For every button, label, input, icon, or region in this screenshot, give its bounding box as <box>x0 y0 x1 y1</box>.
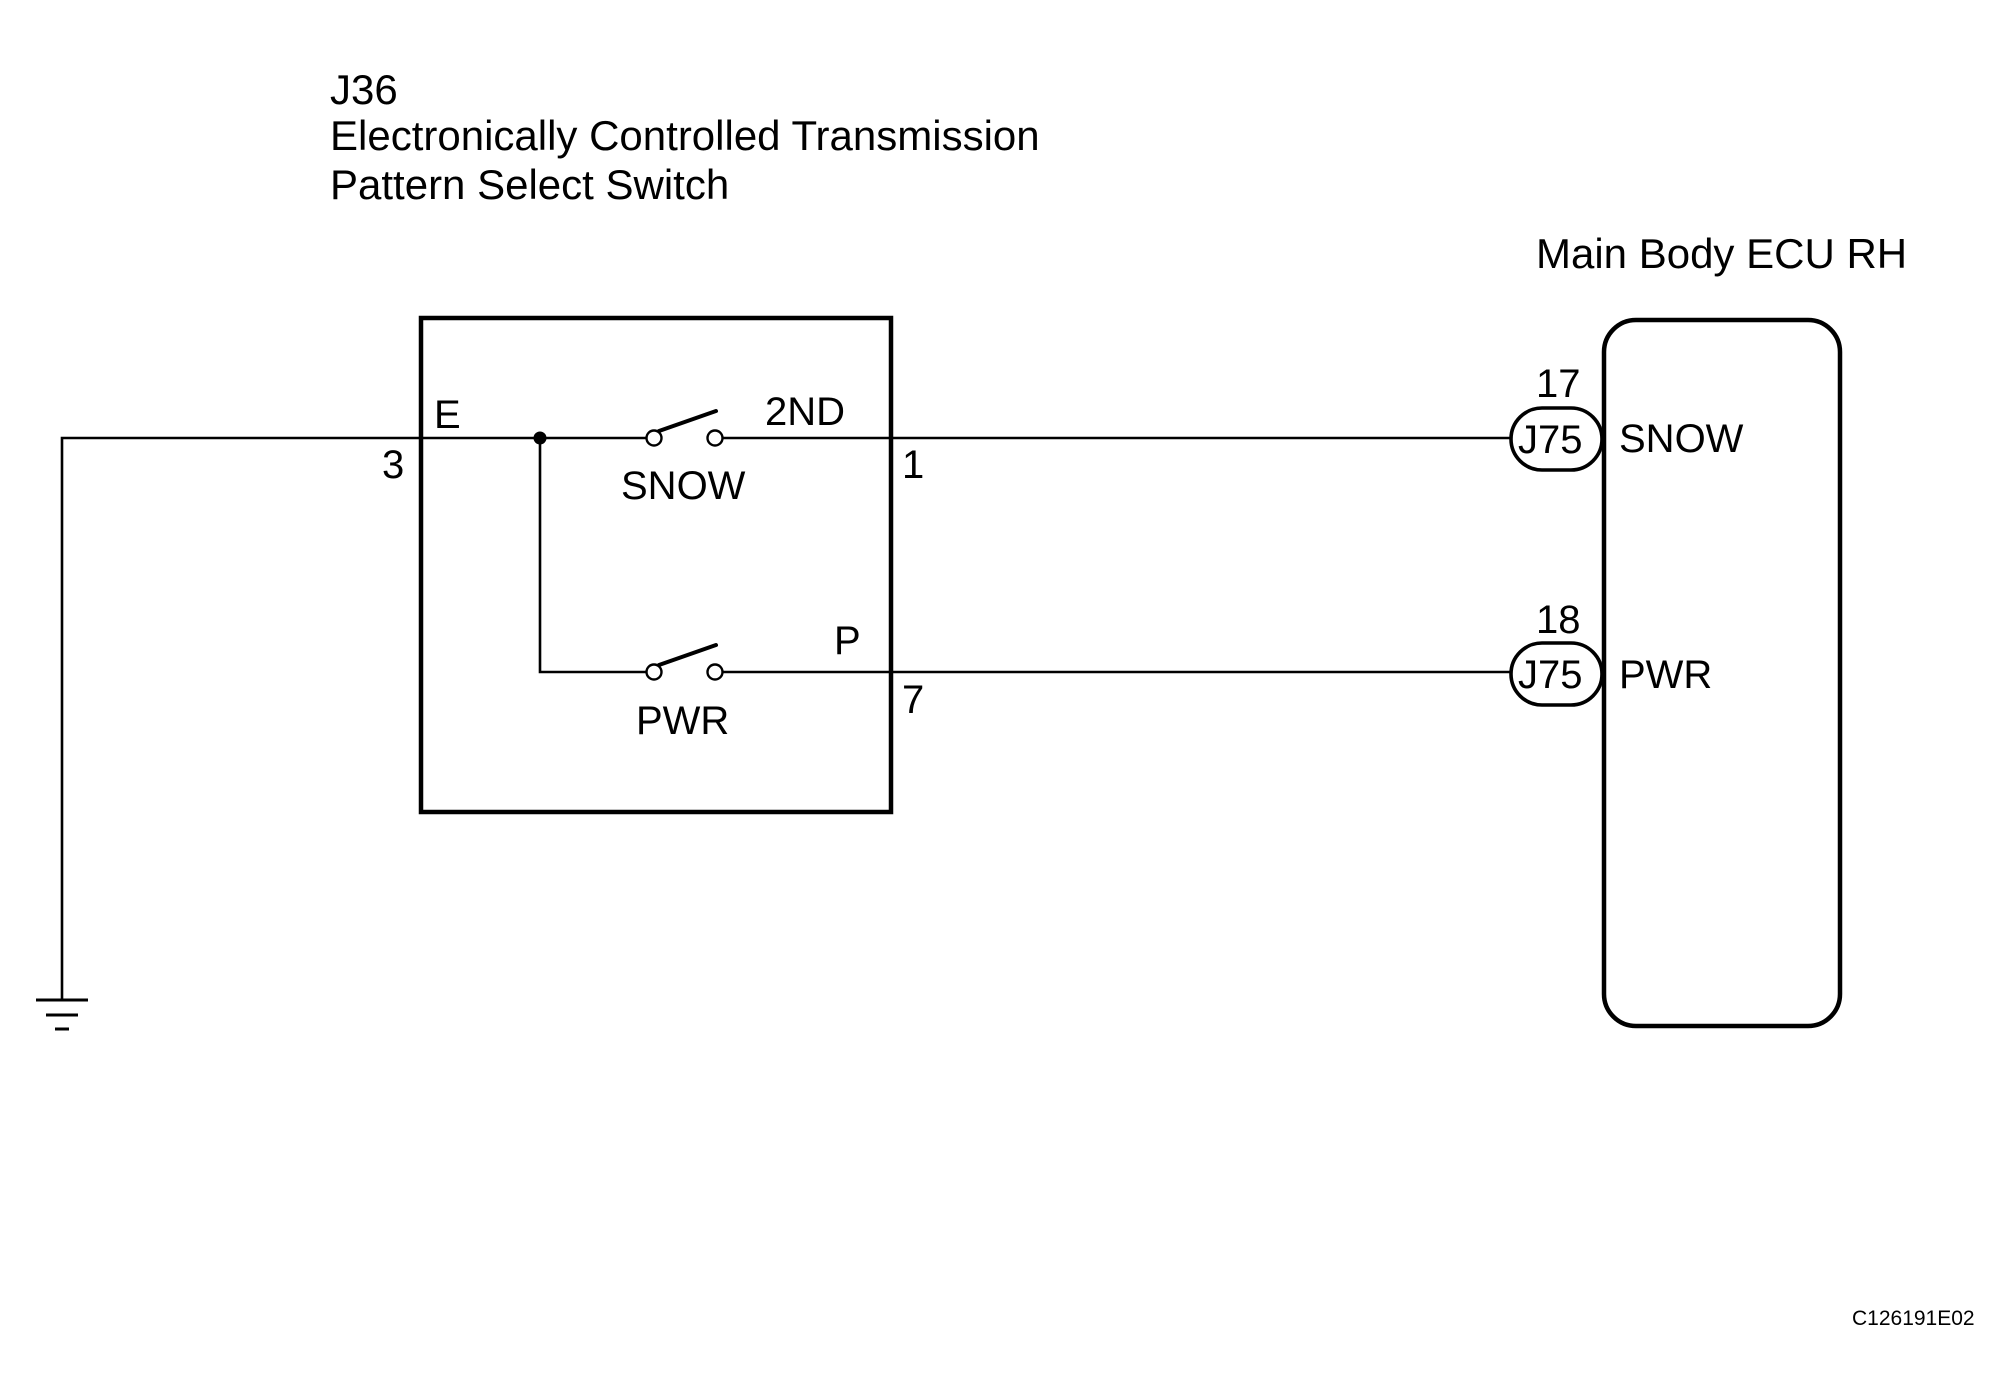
pwr-switch-label: PWR <box>636 699 729 743</box>
switch-name-line1: Electronically Controlled Transmission <box>330 112 1040 159</box>
ecu-pin-18-number: 18 <box>1536 598 1581 642</box>
switch-icon <box>645 409 724 447</box>
junction-dot-icon <box>533 431 547 445</box>
ground-wire <box>60 436 421 1000</box>
terminal-p-pin: 7 <box>902 678 924 722</box>
ecu-pin-17-connector: J75 <box>1518 418 1583 462</box>
connector-j75-snow <box>1509 406 1604 472</box>
ground-icon <box>36 998 88 1031</box>
switch-icon <box>645 643 724 681</box>
ecu-pin-18-connector: J75 <box>1518 653 1583 697</box>
ecu-pin-17-number: 17 <box>1536 362 1581 406</box>
terminal-p-label: P <box>834 619 861 663</box>
snow-switch-label: SNOW <box>621 464 746 508</box>
switch-code: J36 <box>330 66 398 113</box>
terminal-e-label: E <box>434 393 461 437</box>
switch-box <box>418 315 894 815</box>
terminal-e-pin: 3 <box>382 443 404 487</box>
ecu-box <box>1601 317 1843 1029</box>
switch-name-line2: Pattern Select Switch <box>330 161 729 208</box>
ecu-pin-18-signal: PWR <box>1619 653 1712 697</box>
terminal-2nd-label: 2ND <box>765 390 845 434</box>
figure-code: C126191E02 <box>1852 1307 1975 1330</box>
terminal-2nd-pin: 1 <box>902 443 924 487</box>
connector-j75-pwr <box>1509 641 1604 707</box>
ecu-pin-17-signal: SNOW <box>1619 417 1744 461</box>
ecu-name: Main Body ECU RH <box>1536 230 1907 277</box>
pwr-wire-in <box>538 438 648 674</box>
